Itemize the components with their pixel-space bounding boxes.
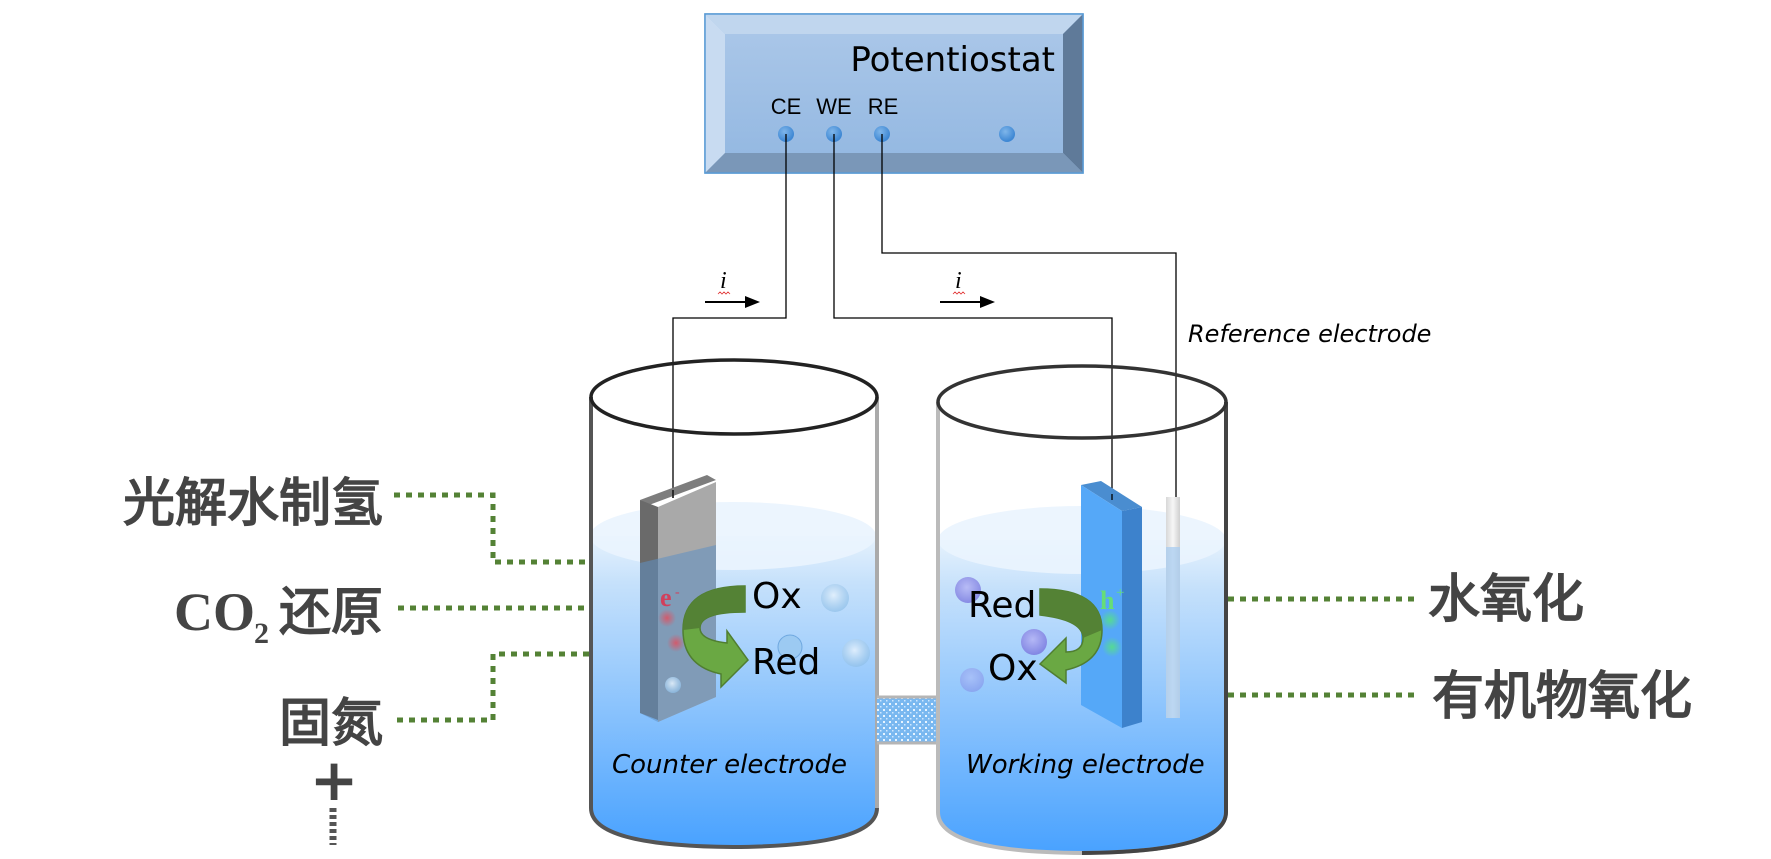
re-wire [881,134,1177,500]
co2-subscript: 2 [254,617,269,650]
connector-water-splitting [394,492,589,565]
app-organic-oxidation: 有机物氧化 [1432,667,1692,727]
reference-electrode-tube [1166,497,1180,718]
working-electrode-label: Working electrode [966,750,1205,780]
reference-electrode-label: Reference electrode [1188,320,1431,348]
electron-sign: - [675,585,680,600]
counter-electrode-label: Counter electrode [612,750,847,780]
more-applications-plus: + [310,746,359,814]
potentiostat-box: Potentiostat CE WE RE [704,13,1084,174]
current-label: i [720,268,727,294]
terminal-label-we: WE [816,94,851,119]
we-wire [833,134,1113,500]
hole-symbol: h [1100,586,1115,615]
working-reaction-from: Red [968,585,1036,626]
co2-prefix: CO [174,582,255,642]
counter-reaction-to: Red [752,642,820,683]
terminal-label-re: RE [868,94,899,119]
app-co2-reduction: CO 2 还原 [174,582,383,650]
co2-suffix: 还原 [279,583,383,643]
electron-symbol: e [660,583,672,612]
potentiostat-title: Potentiostat [850,40,1055,80]
terminal-label-ce: CE [771,94,802,119]
ce-wire [672,134,787,498]
working-electrode-cell: h + Red Ox Working electrode [936,364,1228,856]
salt-bridge-frit [877,695,939,745]
current-label: i [955,268,962,294]
working-reaction-to: Ox [988,648,1038,689]
app-water-splitting-hydrogen: 光解水制氢 [123,474,383,534]
current-arrow-ce: i [705,268,760,308]
app-water-oxidation: 水氧化 [1428,570,1584,630]
current-arrow-we: i [940,268,995,308]
hole-sign: + [1116,585,1124,601]
counter-reaction-from: Ox [752,576,802,617]
terminal-extra-jack [999,126,1015,142]
counter-electrode-cell: e - Ox Red Counter electrode [589,358,879,850]
app-nitrogen-fixation: 固氮 [279,694,383,754]
connector-nitrogen-fixation [394,651,589,723]
